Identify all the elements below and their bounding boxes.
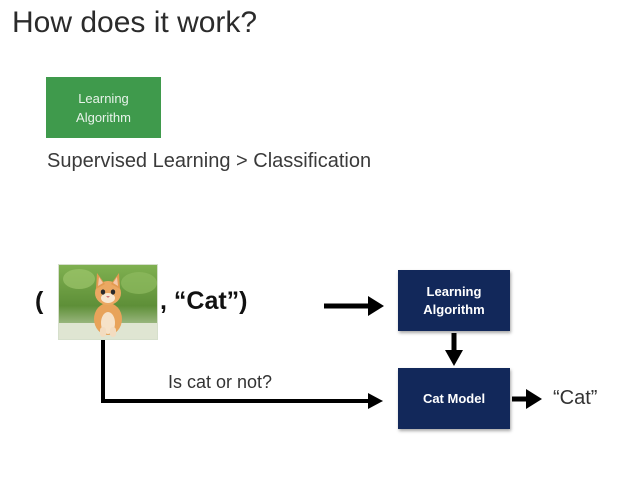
cat-model-box: Cat Model (398, 368, 510, 429)
arrow-input-to-learning (324, 296, 384, 316)
learning-box-line1: Learning (426, 283, 482, 299)
learning-algorithm-legend-box: Learning Algorithm (46, 77, 161, 138)
legend-box-line1: Learning (78, 90, 129, 106)
cat-model-label: Cat Model (422, 390, 486, 406)
legend-box-line2: Algorithm (76, 109, 131, 125)
question-label: Is cat or not? (168, 372, 273, 392)
learning-box-line2: Algorithm (423, 301, 485, 317)
arrow-model-to-output (512, 389, 542, 409)
output-label: “Cat” (553, 387, 598, 409)
slide-subtitle: Supervised Learning > Classification (47, 150, 372, 172)
input-label: , “Cat”) (160, 287, 248, 315)
learning-algorithm-box: Learning Algorithm (398, 270, 510, 331)
connector-image-to-model (101, 338, 383, 409)
input-open-paren: ( (35, 287, 44, 315)
slide-title: How does it work? (12, 6, 258, 39)
cat-photo (58, 264, 158, 340)
arrow-learning-to-model (445, 333, 463, 366)
